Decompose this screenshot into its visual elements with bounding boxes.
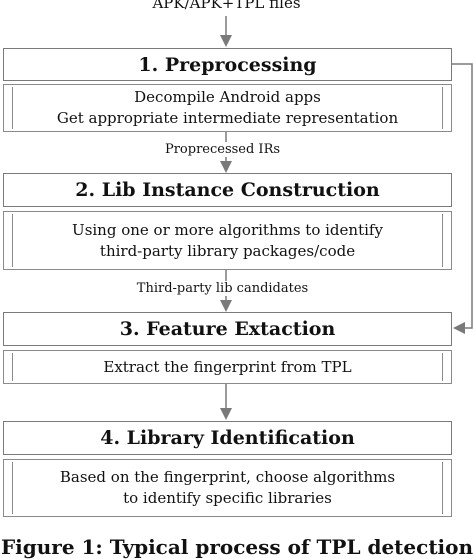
stage-2-title: 2. Lib Instance Construction: [75, 179, 380, 201]
stage-1-right-bar: [442, 87, 443, 129]
stage-1-header: 1. Preprocessing: [3, 48, 452, 81]
edge-label-2: Third-party lib candidates: [0, 281, 445, 296]
stage-1-title: 1. Preprocessing: [138, 53, 317, 76]
edge-label-1-text: Proprecessed IRs: [160, 142, 285, 157]
stage-3-line-1: Extract the fingerprint from TPL: [103, 357, 352, 376]
stage-1-line-2: Get appropriate intermediate representat…: [56, 109, 399, 127]
stage-2-header: 2. Lib Instance Construction: [3, 173, 452, 207]
stage-2-right-bar: [442, 214, 443, 267]
stage-4-details: Based on the fingerprint, choose algorit…: [3, 459, 452, 517]
stage-1-line-1: Decompile Android apps: [134, 88, 321, 106]
stage-4-header: 4. Library Identification: [3, 421, 452, 455]
stage-3-right-bar: [442, 353, 443, 381]
edge-label-2-text: Third-party lib candidates: [132, 281, 313, 296]
stage-2-left-bar: [12, 214, 13, 267]
stage-4-line-1: Based on the fingerprint, choose algorit…: [59, 468, 396, 486]
edge-label-1: Proprecessed IRs: [0, 142, 445, 157]
stage-3-left-bar: [12, 353, 13, 381]
input-label: APK/APK+TPL files: [152, 0, 301, 12]
stage-1-left-bar: [12, 87, 13, 129]
stage-4-right-bar: [442, 462, 443, 514]
stage-2-details: Using one or more algorithms to identify…: [3, 211, 452, 270]
stage-2-line-2: third-party library packages/code: [99, 241, 356, 260]
stage-4-line-2: to identify specific libraries: [123, 489, 332, 507]
stage-3-details: Extract the fingerprint from TPL: [3, 350, 452, 384]
stage-4-title: 4. Library Identification: [100, 427, 355, 449]
stage-2-line-1: Using one or more algorithms to identify: [72, 220, 383, 239]
stage-1-details: Decompile Android apps Get appropriate i…: [3, 84, 452, 132]
stage-3-header: 3. Feature Extaction: [3, 312, 452, 346]
stage-3-title: 3. Feature Extaction: [119, 318, 336, 340]
figure-caption: Figure 1: Typical process of TPL detecti…: [0, 535, 474, 559]
stage-4-left-bar: [12, 462, 13, 514]
arrow-bypass-preprocessing-to-feature: [452, 63, 473, 334]
